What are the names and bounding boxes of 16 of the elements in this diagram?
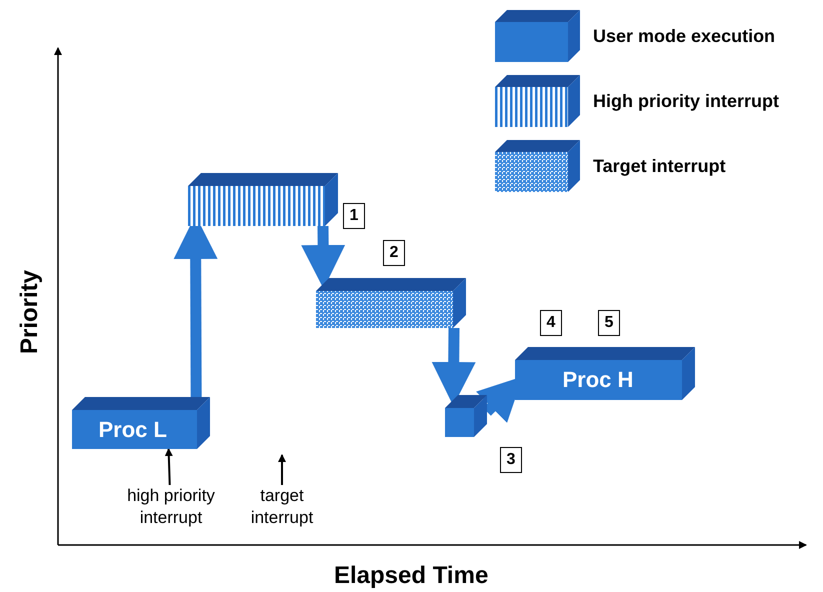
annotation-text: target interrupt bbox=[240, 485, 324, 529]
callout-number: 5 bbox=[598, 310, 620, 336]
arrow bbox=[164, 448, 173, 486]
process-label: Proc L bbox=[98, 416, 167, 442]
axis-title: Elapsed Time bbox=[334, 562, 488, 590]
arrow bbox=[278, 454, 286, 485]
callout-number: 4 bbox=[540, 310, 562, 336]
legend-label: High priority interrupt bbox=[593, 91, 779, 112]
callout-number: 1 bbox=[343, 203, 365, 229]
callout-number: 3 bbox=[500, 447, 522, 473]
legend-label: User mode execution bbox=[593, 26, 776, 47]
legend-label: Target interrupt bbox=[593, 156, 726, 177]
axis-title: Priority bbox=[16, 270, 44, 354]
callout-number: 2 bbox=[383, 240, 405, 266]
process-label: Proc H bbox=[562, 367, 634, 393]
annotation-text: high priority interrupt bbox=[108, 485, 234, 529]
